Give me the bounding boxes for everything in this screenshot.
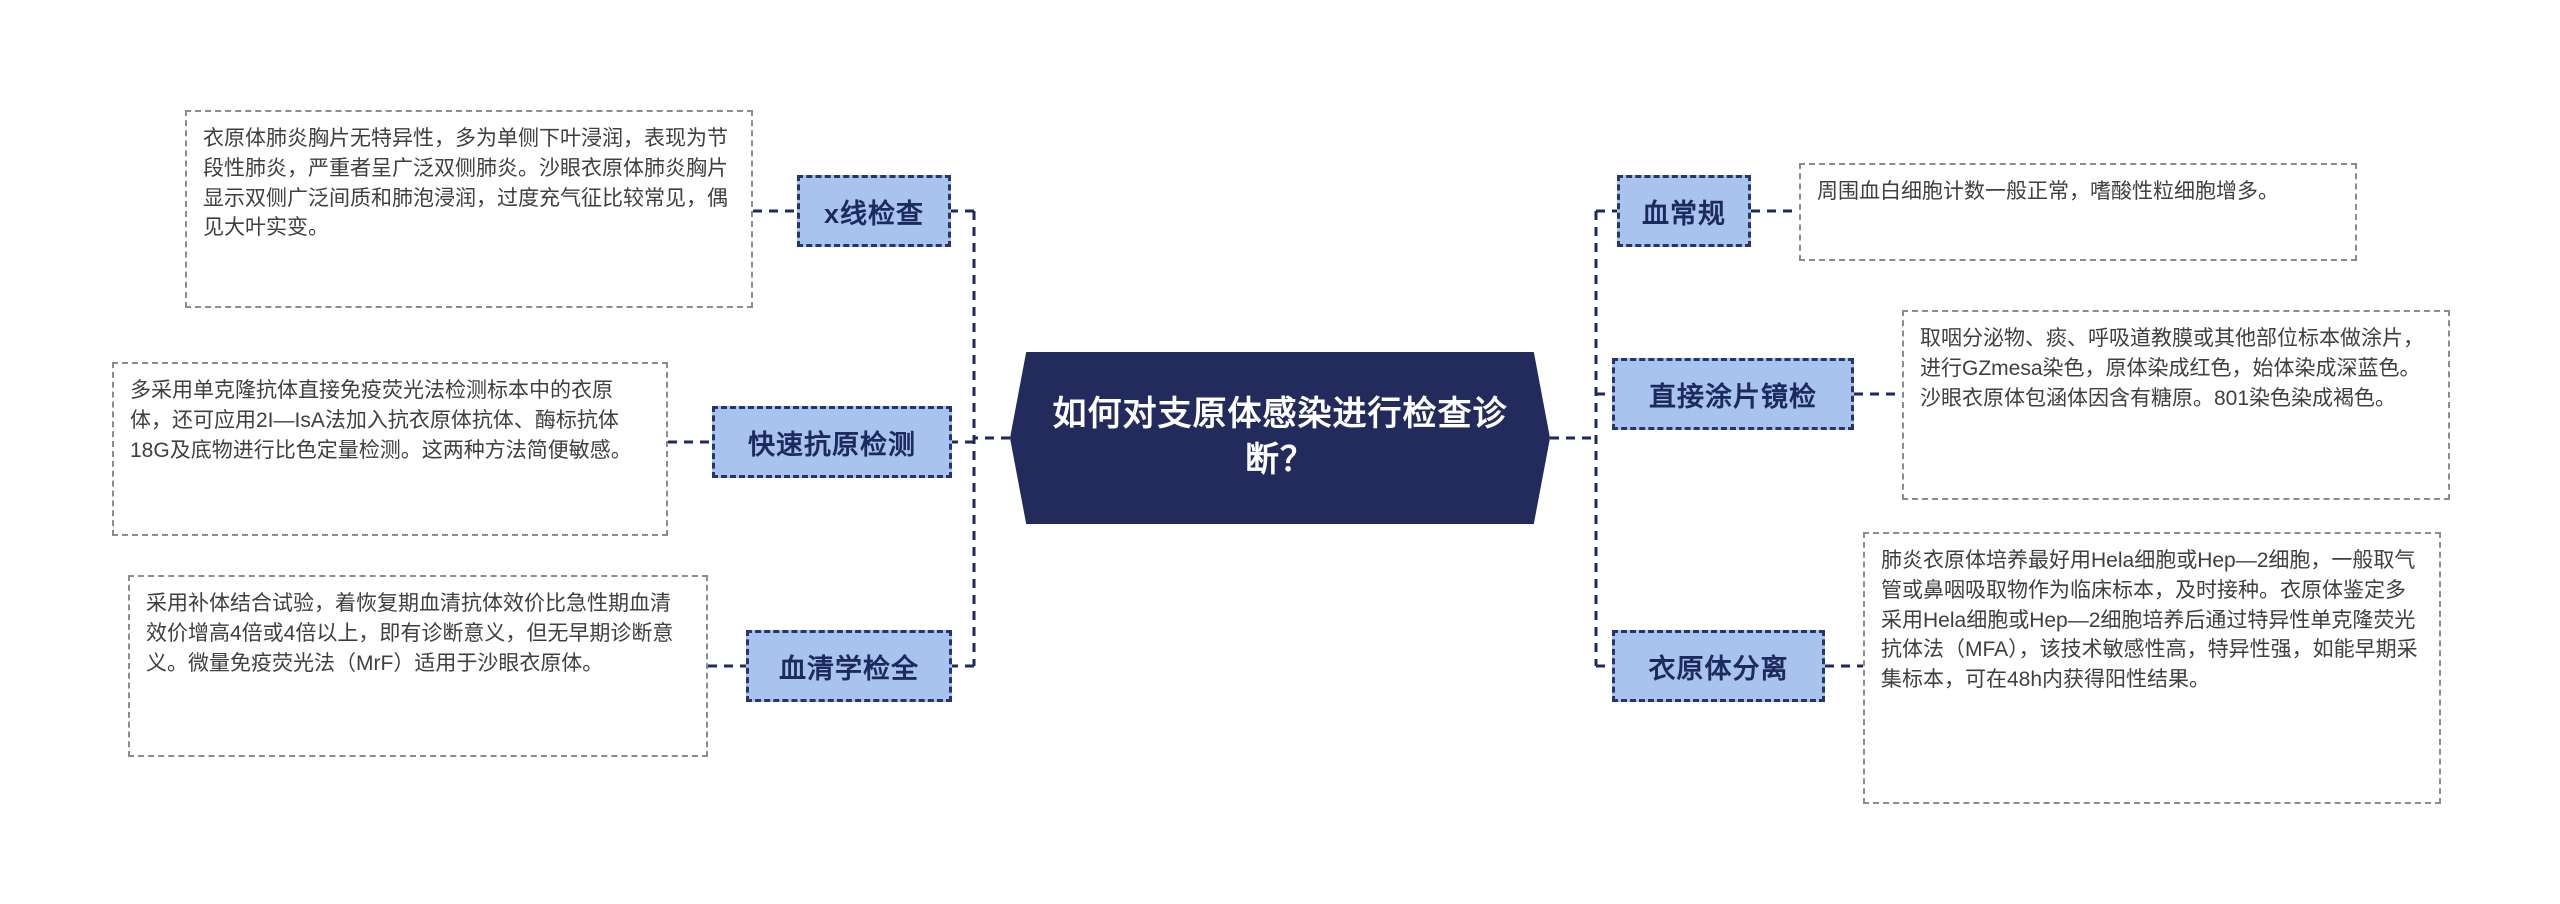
detail-text-rapid-antigen: 多采用单克隆抗体直接免疫荧光法检测标本中的衣原体，还可应用2I—IsA法加入抗衣…: [130, 379, 632, 462]
detail-box-direct-smear[interactable]: 取咽分泌物、痰、呼吸道教膜或其他部位标本做涂片，进行GZmesa染色，原体染成红…: [1902, 310, 2450, 500]
branch-node-chlamydia-isolation[interactable]: 衣原体分离: [1612, 630, 1825, 702]
detail-text-chlamydia-isolation: 肺炎衣原体培养最好用Hela细胞或Hep—2细胞，一般取气管或鼻咽吸取物作为临床…: [1881, 549, 2418, 692]
detail-text-serology: 采用补体结合试验，着恢复期血清抗体效价比急性期血清效价增高4倍或4倍以上，即有诊…: [146, 592, 674, 675]
branch-label-xray: x线检查: [823, 198, 925, 229]
branch-label-rapid-antigen: 快速抗原检测: [748, 429, 916, 460]
branch-node-xray[interactable]: x线检查: [797, 175, 951, 247]
branch-node-rapid-antigen[interactable]: 快速抗原检测: [712, 406, 952, 478]
center-topic-label: 如何对支原体感染进行检查诊断？: [1052, 395, 1508, 479]
branch-label-direct-smear: 直接涂片镜检: [1649, 381, 1817, 412]
branch-node-direct-smear[interactable]: 直接涂片镜检: [1612, 358, 1854, 430]
branch-label-chlamydia-isolation: 衣原体分离: [1648, 653, 1789, 684]
branch-label-serology: 血清学检全: [779, 653, 919, 684]
branch-label-blood-routine: 血常规: [1642, 198, 1726, 229]
detail-box-xray[interactable]: 衣原体肺炎胸片无特异性，多为单侧下叶浸润，表现为节段性肺炎，严重者呈广泛双侧肺炎…: [185, 110, 753, 308]
branch-node-blood-routine[interactable]: 血常规: [1617, 175, 1751, 247]
detail-text-xray: 衣原体肺炎胸片无特异性，多为单侧下叶浸润，表现为节段性肺炎，严重者呈广泛双侧肺炎…: [203, 127, 728, 240]
detail-box-rapid-antigen[interactable]: 多采用单克隆抗体直接免疫荧光法检测标本中的衣原体，还可应用2I—IsA法加入抗衣…: [112, 362, 668, 536]
center-topic-node[interactable]: 如何对支原体感染进行检查诊断？: [1010, 352, 1550, 524]
detail-box-chlamydia-isolation[interactable]: 肺炎衣原体培养最好用Hela细胞或Hep—2细胞，一般取气管或鼻咽吸取物作为临床…: [1863, 532, 2441, 804]
detail-text-direct-smear: 取咽分泌物、痰、呼吸道教膜或其他部位标本做涂片，进行GZmesa染色，原体染成红…: [1920, 327, 2424, 410]
branch-node-serology[interactable]: 血清学检全: [746, 630, 952, 702]
detail-text-blood-routine: 周围血白细胞计数一般正常，嗜酸性粒细胞增多。: [1817, 180, 2279, 203]
detail-box-blood-routine[interactable]: 周围血白细胞计数一般正常，嗜酸性粒细胞增多。: [1799, 163, 2357, 261]
detail-box-serology[interactable]: 采用补体结合试验，着恢复期血清抗体效价比急性期血清效价增高4倍或4倍以上，即有诊…: [128, 575, 708, 757]
